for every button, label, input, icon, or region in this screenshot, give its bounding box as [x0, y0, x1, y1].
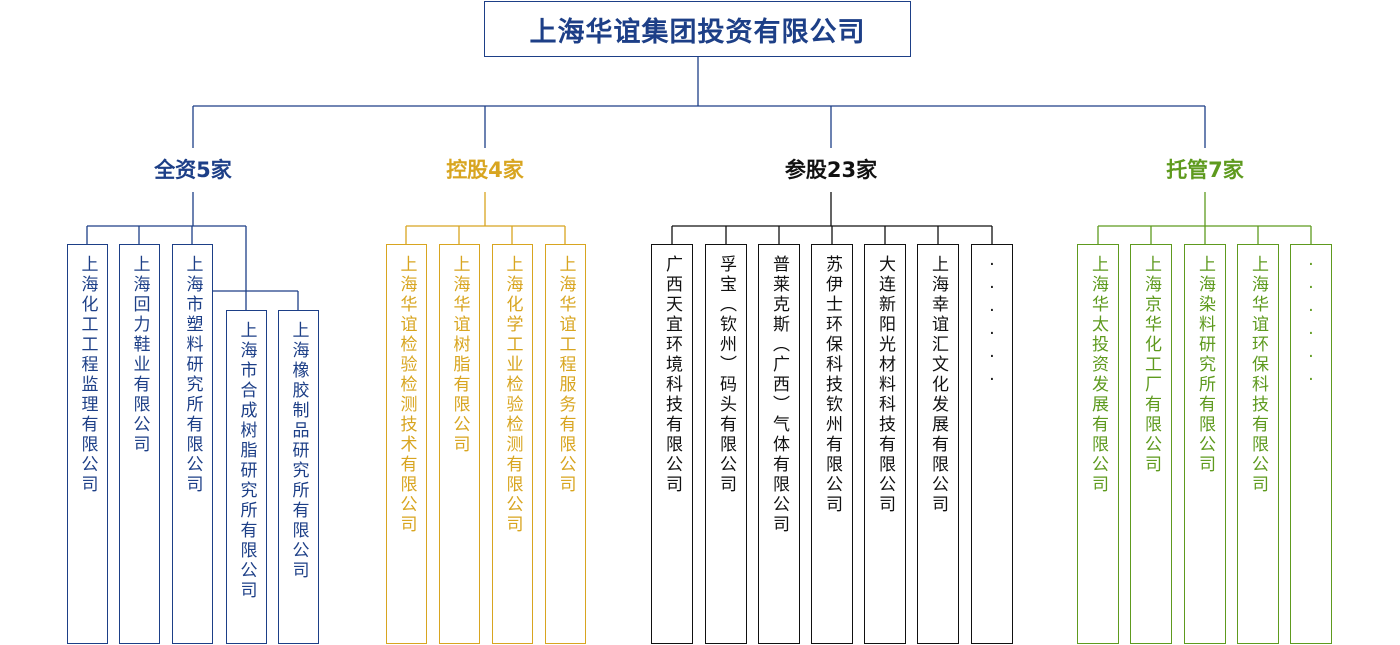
company-box: 上海华谊环保科技有限公司: [1237, 244, 1279, 644]
company-name: 上海橡胶制品研究所有限公司: [288, 321, 309, 581]
ellipsis: ······: [982, 255, 1002, 393]
root-company-box: 上海华谊集团投资有限公司: [484, 1, 911, 57]
category-holding: 控股4家: [446, 158, 524, 182]
company-name: 广西天宜环境科技有限公司: [662, 255, 682, 495]
company-box: 上海京华化工厂有限公司: [1130, 244, 1172, 644]
category-entrusted: 托管7家: [1166, 158, 1244, 182]
company-box: 上海华太投资发展有限公司: [1077, 244, 1119, 644]
company-box: 上海化工工程监理有限公司: [67, 244, 108, 644]
ellipsis: ······: [1301, 255, 1321, 393]
company-box: 普莱克斯（广西）气体有限公司: [758, 244, 800, 644]
company-name: 孚宝（钦州）码头有限公司: [716, 255, 736, 495]
company-name: 普莱克斯（广西）气体有限公司: [769, 255, 789, 535]
company-name: 大连新阳光材料科技有限公司: [875, 255, 895, 515]
company-name: 上海华太投资发展有限公司: [1088, 255, 1108, 495]
company-box: 上海市塑料研究所有限公司: [172, 244, 213, 644]
company-name: 上海京华化工厂有限公司: [1141, 255, 1161, 475]
company-name: 上海染料研究所有限公司: [1195, 255, 1215, 475]
company-box: 上海华谊检验检测技术有限公司: [386, 244, 427, 644]
company-name: 上海幸谊汇文化发展有限公司: [928, 255, 948, 515]
more-companies-box: ······: [971, 244, 1013, 644]
company-box: 上海橡胶制品研究所有限公司: [278, 310, 319, 644]
company-name: 上海华谊工程服务有限公司: [555, 255, 576, 495]
company-box: 上海幸谊汇文化发展有限公司: [917, 244, 959, 644]
company-name: 上海华谊环保科技有限公司: [1248, 255, 1268, 495]
company-box: 苏伊士环保科技钦州有限公司: [811, 244, 853, 644]
company-box: 大连新阳光材料科技有限公司: [864, 244, 906, 644]
company-box: 上海市合成树脂研究所有限公司: [226, 310, 267, 644]
company-box: 上海华谊树脂有限公司: [439, 244, 480, 644]
company-box: 孚宝（钦州）码头有限公司: [705, 244, 747, 644]
category-wholly-owned: 全资5家: [154, 158, 232, 182]
company-box: 上海染料研究所有限公司: [1184, 244, 1226, 644]
company-name: 上海回力鞋业有限公司: [129, 255, 150, 455]
company-name: 苏伊士环保科技钦州有限公司: [822, 255, 842, 515]
category-equity-participation: 参股23家: [784, 158, 878, 182]
company-name: 上海华谊检验检测技术有限公司: [396, 255, 417, 535]
more-companies-box: ······: [1290, 244, 1332, 644]
root-company-name: 上海华谊集团投资有限公司: [529, 16, 866, 48]
company-name: 上海市塑料研究所有限公司: [182, 255, 203, 495]
company-box: 上海回力鞋业有限公司: [119, 244, 160, 644]
company-name: 上海化工工程监理有限公司: [77, 255, 98, 495]
company-name: 上海化学工业检验检测有限公司: [502, 255, 523, 535]
company-name: 上海华谊树脂有限公司: [449, 255, 470, 455]
company-box: 广西天宜环境科技有限公司: [651, 244, 693, 644]
company-box: 上海化学工业检验检测有限公司: [492, 244, 533, 644]
company-box: 上海华谊工程服务有限公司: [545, 244, 586, 644]
company-name: 上海市合成树脂研究所有限公司: [236, 321, 257, 601]
